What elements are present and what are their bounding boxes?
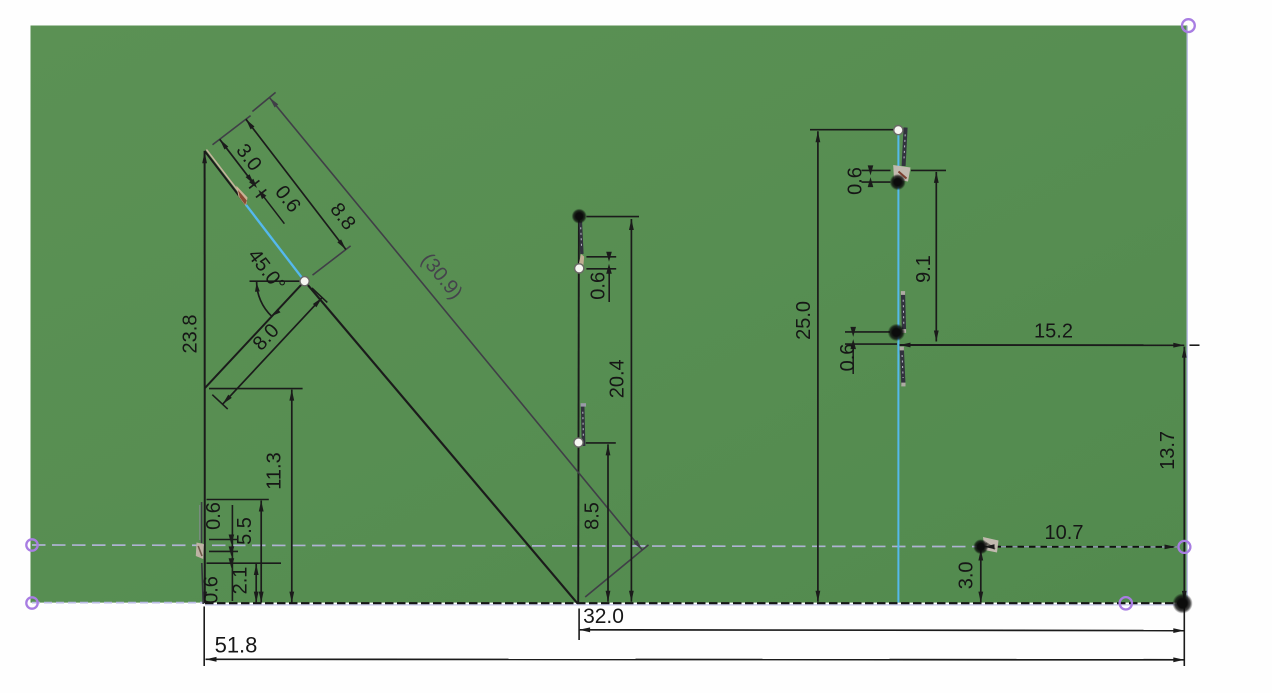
svg-text:23.8: 23.8 xyxy=(179,315,201,354)
svg-text:0.6: 0.6 xyxy=(587,272,609,300)
svg-text:8.5: 8.5 xyxy=(581,502,603,530)
svg-text:11.3: 11.3 xyxy=(263,452,285,489)
svg-text:10.7: 10.7 xyxy=(1045,522,1084,544)
svg-text:3.0: 3.0 xyxy=(955,561,977,589)
svg-text:9.1: 9.1 xyxy=(913,255,935,283)
svg-text:51.8: 51.8 xyxy=(215,632,258,657)
svg-text:32.0: 32.0 xyxy=(583,605,624,628)
svg-text:15.2: 15.2 xyxy=(1034,320,1073,342)
svg-text:5.5: 5.5 xyxy=(234,517,256,545)
svg-text:0.6: 0.6 xyxy=(844,167,866,195)
svg-text:0.6: 0.6 xyxy=(201,576,223,604)
svg-text:13.7: 13.7 xyxy=(1157,431,1179,470)
svg-text:0.6: 0.6 xyxy=(837,344,859,372)
svg-text:0.6: 0.6 xyxy=(203,502,225,530)
svg-text:20.4: 20.4 xyxy=(607,359,629,398)
svg-text:2.1: 2.1 xyxy=(229,567,251,595)
svg-text:25.0: 25.0 xyxy=(793,301,815,340)
